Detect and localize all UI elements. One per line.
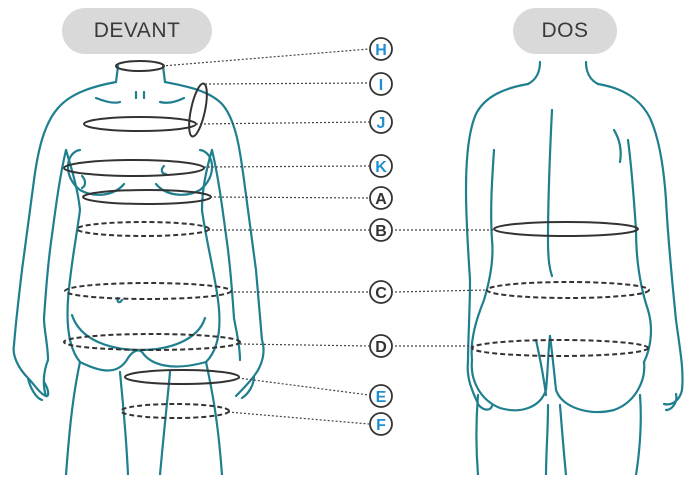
marker-i-letter: I (379, 77, 383, 94)
band-c-back (487, 282, 649, 298)
marker-f: F (370, 413, 392, 435)
band-i-arm (186, 82, 211, 138)
leader-lines (162, 49, 494, 424)
band-k-bust (64, 160, 204, 176)
markers: H I J K A B C (370, 38, 392, 435)
marker-i: I (370, 73, 392, 95)
marker-j: J (370, 111, 392, 133)
marker-h-letter: H (375, 42, 387, 59)
marker-d: D (370, 335, 392, 357)
band-a-underbust (83, 190, 211, 204)
marker-c-letter: C (375, 285, 387, 302)
marker-e-letter: E (376, 389, 387, 406)
marker-a-letter: A (375, 191, 387, 208)
band-d-hips (64, 334, 240, 350)
marker-h: H (370, 38, 392, 60)
marker-d-letter: D (375, 339, 387, 356)
marker-k-letter: K (375, 159, 387, 176)
back-view-label: DOS (513, 8, 617, 54)
marker-b-letter: B (375, 223, 387, 240)
marker-a: A (370, 187, 392, 209)
band-d-back (472, 340, 648, 356)
marker-c: C (370, 281, 392, 303)
marker-b: B (370, 219, 392, 241)
band-b-waist (77, 222, 209, 236)
marker-f-letter: F (376, 417, 386, 434)
marker-e: E (370, 385, 392, 407)
front-view-label: DEVANT (62, 8, 212, 54)
back-bands (472, 222, 649, 356)
band-c-abdomen (65, 283, 231, 299)
band-b-back (494, 222, 638, 236)
band-f-knee (121, 404, 229, 418)
marker-k: K (370, 155, 392, 177)
front-bands (64, 61, 240, 418)
band-h-neck (116, 61, 164, 71)
band-j-chest (84, 117, 196, 131)
band-e-thigh (125, 370, 239, 384)
back-figure (466, 62, 683, 475)
marker-j-letter: J (377, 115, 386, 132)
